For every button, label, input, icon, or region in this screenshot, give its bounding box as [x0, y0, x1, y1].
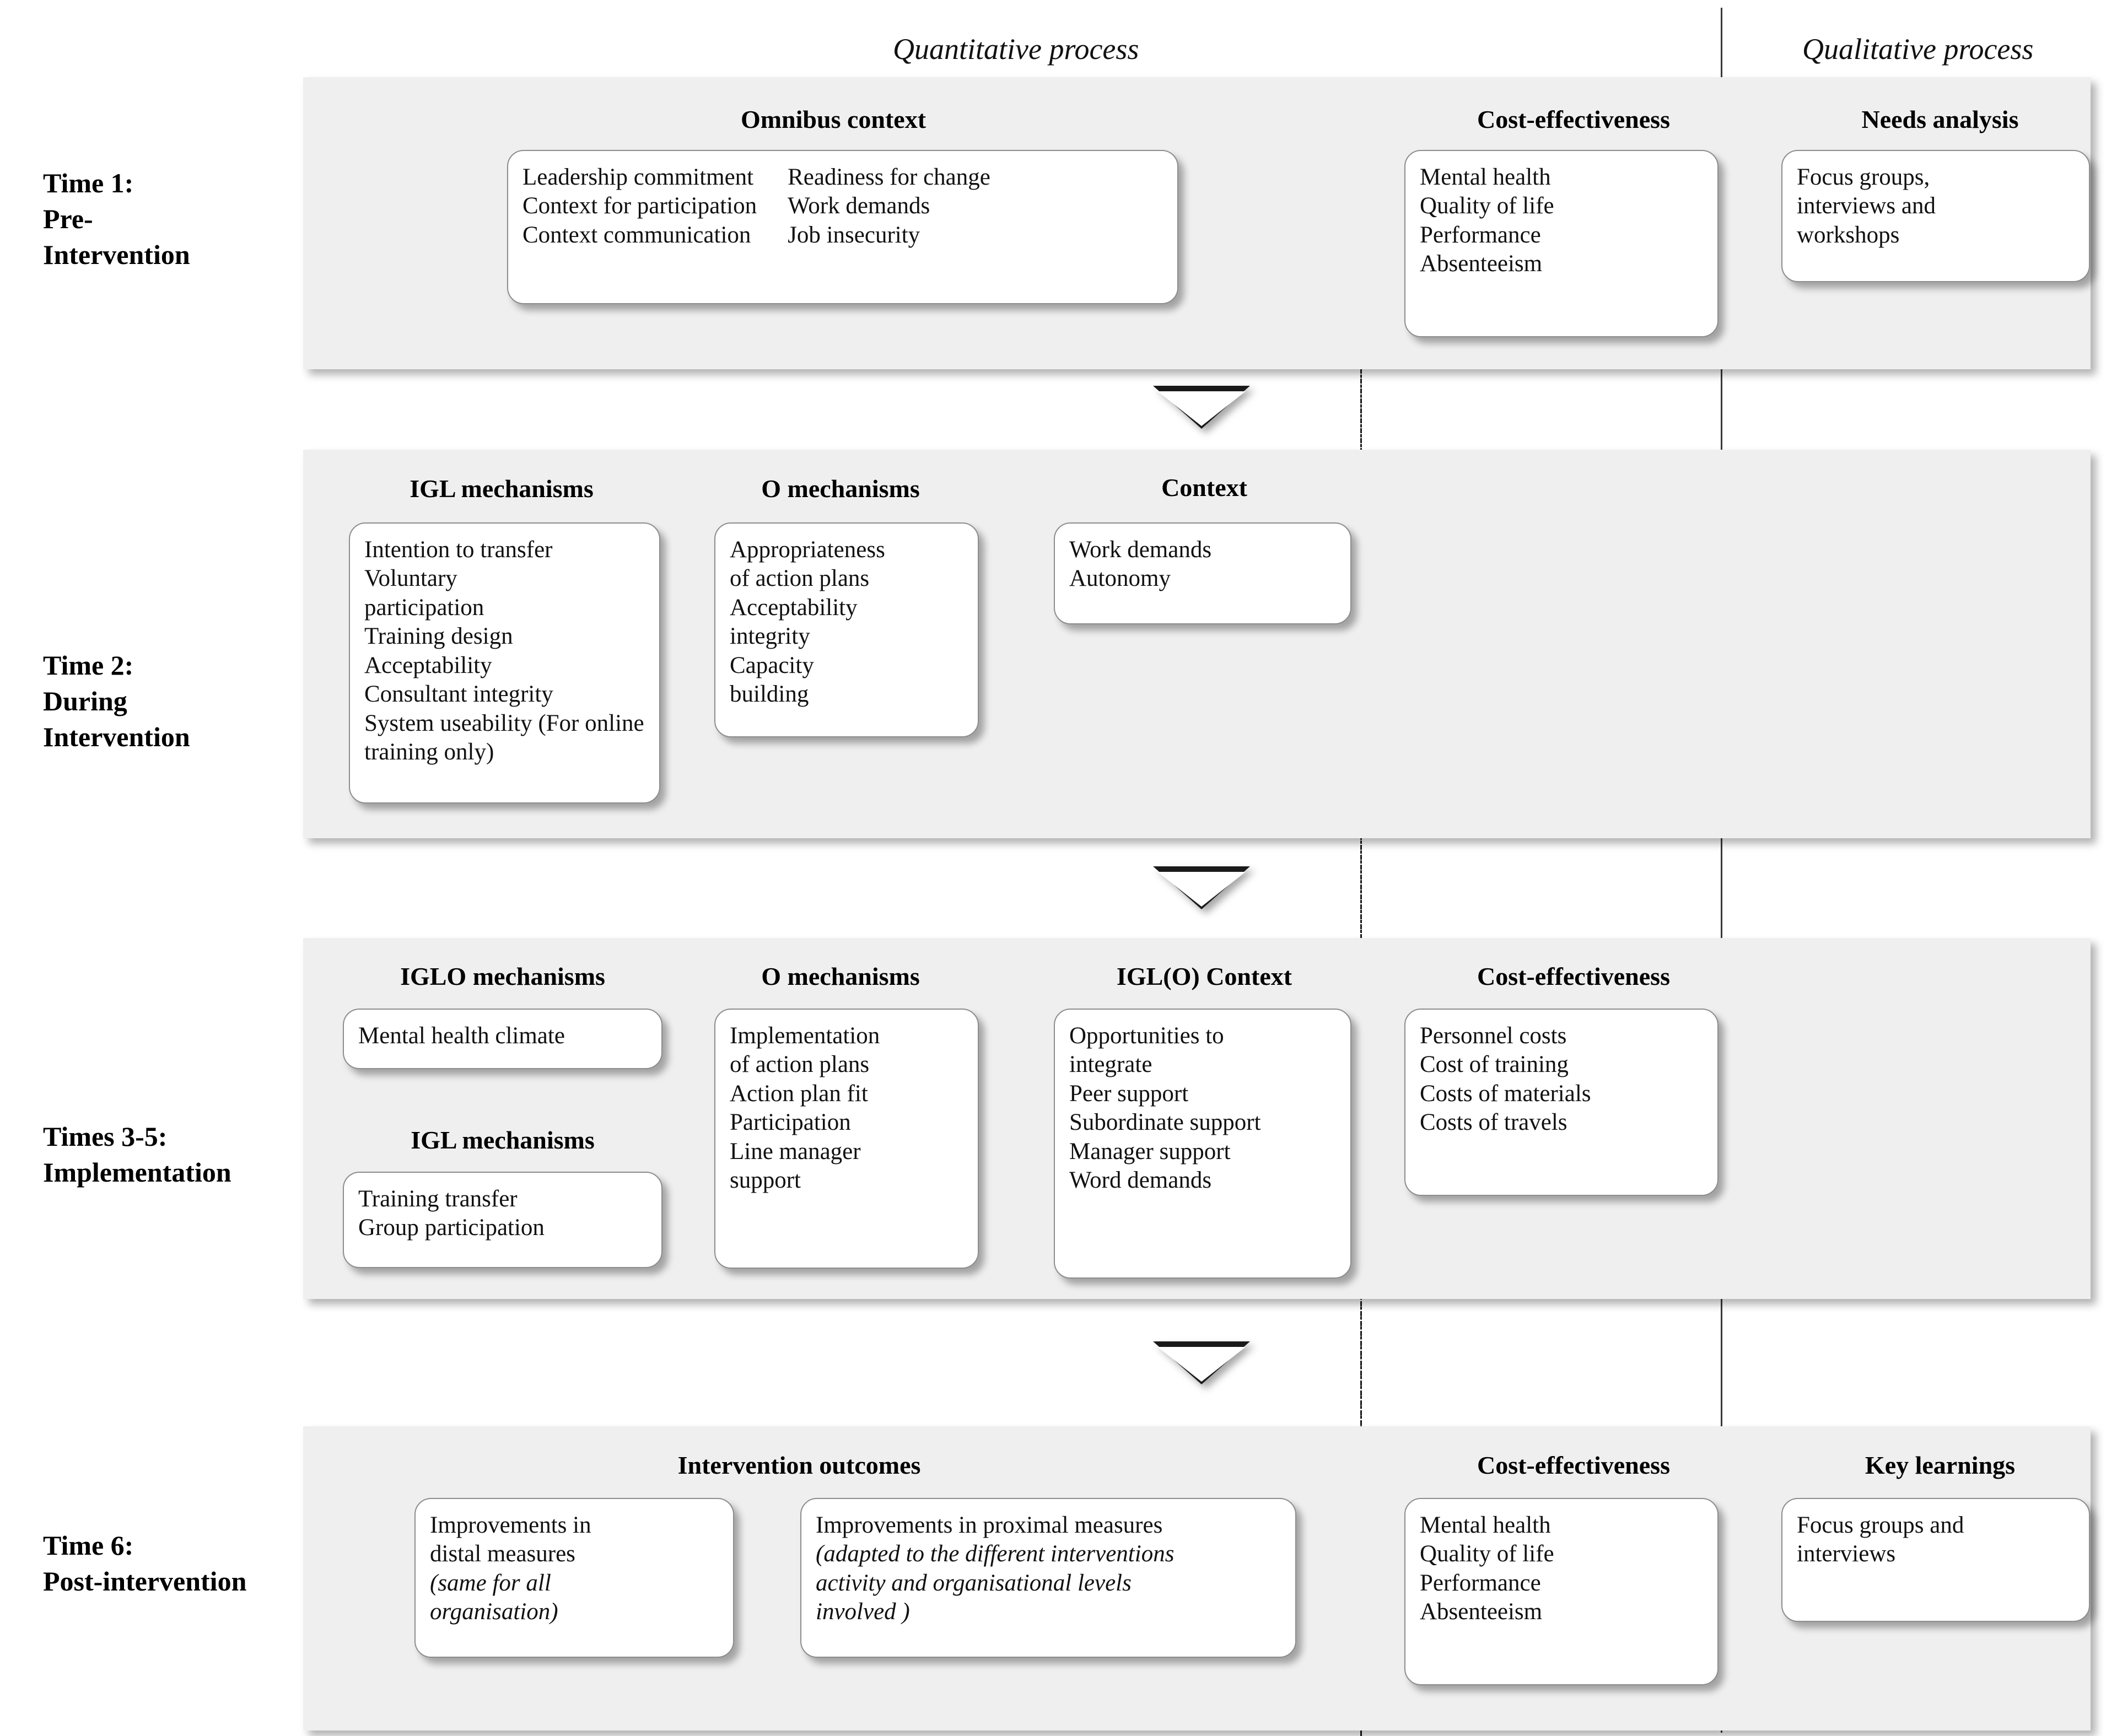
omnibus-item: Job insecurity — [788, 222, 920, 248]
iglo-context-item: Peer support — [1069, 1080, 1189, 1107]
qualitative-process-header: Qualitative process — [1802, 33, 2034, 66]
card-iglo-mechanisms[interactable]: Mental health climate — [343, 1009, 662, 1069]
cost-item: Absenteeism — [1420, 251, 1543, 277]
col-title-context-t2: Context — [1161, 473, 1247, 502]
igl35-item: Training transfer — [358, 1186, 518, 1212]
time-label-time6: Time 6: Post-intervention — [43, 1530, 247, 1597]
card-cost-effectiveness-t35[interactable]: Personnel costs Cost of training Costs o… — [1404, 1009, 1719, 1196]
col-title-key-learnings: Key learnings — [1865, 1451, 2016, 1479]
igl35-item: Group participation — [358, 1215, 545, 1241]
iglo-context-item: Manager support — [1069, 1138, 1231, 1164]
o35-item: Action plan fit — [730, 1080, 868, 1107]
distal-italic: (same for all organisation) — [430, 1570, 558, 1625]
col-title-igl-mechanisms-t35: IGL mechanisms — [411, 1126, 595, 1154]
cost6-item: Quality of life — [1420, 1541, 1554, 1567]
card-proximal-measures[interactable]: Improvements in proximal measures (adapt… — [800, 1498, 1296, 1658]
card-cost-effectiveness-t1[interactable]: Mental health Quality of life Performanc… — [1404, 150, 1719, 337]
o-item: Appropriateness of action plans — [730, 537, 885, 592]
igl-item-italic-note: (For online training only) — [364, 710, 644, 765]
col-title-needs-analysis: Needs analysis — [1861, 105, 2019, 133]
cost6-item: Mental health — [1420, 1512, 1551, 1538]
time-label-time1: Time 1: Pre- Intervention — [43, 168, 190, 270]
col-title-cost-effectiveness-t6: Cost-effectiveness — [1477, 1451, 1670, 1479]
o-item: Capacity building — [730, 652, 814, 708]
omnibus-item: Context for participation — [522, 193, 757, 219]
omnibus-column-a: Leadership commitment Context for partic… — [522, 163, 757, 291]
key-learnings-text: Focus groups and interviews — [1797, 1512, 1964, 1567]
cost35-item: Costs of travels — [1420, 1109, 1567, 1136]
context-item: Work demands — [1069, 537, 1212, 563]
card-o-mechanisms-t35[interactable]: Implementation of action plans Action pl… — [714, 1009, 979, 1269]
igl-item: Training design — [364, 623, 513, 650]
card-omnibus-context[interactable]: Leadership commitment Context for partic… — [507, 150, 1178, 304]
cost35-item: Costs of materials — [1420, 1080, 1591, 1107]
card-distal-measures[interactable]: Improvements in distal measures (same fo… — [414, 1498, 734, 1658]
col-title-cost-effectiveness-t35: Cost-effectiveness — [1477, 962, 1670, 990]
col-title-intervention-outcomes: Intervention outcomes — [677, 1451, 921, 1479]
time-label-times35: Times 3-5: Implementation — [43, 1121, 231, 1188]
col-title-omnibus-context: Omnibus context — [740, 105, 926, 133]
time-label-time2: Time 2: During Intervention — [43, 650, 190, 752]
igl-item: Intention to transfer — [364, 537, 553, 563]
igl-item-plain: System useability — [364, 710, 538, 736]
o35-item: Participation — [730, 1109, 851, 1136]
col-title-iglo-context: IGL(O) Context — [1116, 962, 1292, 990]
iglo-item: Mental health climate — [358, 1023, 565, 1049]
col-title-cost-effectiveness-t1: Cost-effectiveness — [1477, 105, 1670, 133]
omnibus-item: Readiness for change — [788, 164, 990, 190]
iglo-context-item: Subordinate support — [1069, 1109, 1261, 1136]
iglo-context-item: Word demands — [1069, 1167, 1212, 1194]
card-context-t2[interactable]: Work demands Autonomy — [1054, 522, 1351, 624]
omnibus-item: Context communication — [522, 222, 751, 248]
o-item: integrity — [730, 623, 810, 650]
cost6-item: Performance — [1420, 1570, 1541, 1596]
proximal-italic: (adapted to the different interventions … — [816, 1541, 1175, 1625]
o35-item: Implementation of action plans — [730, 1023, 880, 1078]
cost35-item: Cost of training — [1420, 1052, 1569, 1078]
context-item: Autonomy — [1069, 565, 1171, 592]
iglo-context-item: Opportunities to integrate — [1069, 1023, 1224, 1078]
cost-effectiveness-divider-line — [1360, 77, 1362, 1736]
igl-item: Consultant integrity — [364, 681, 553, 708]
o-item: Acceptability — [730, 594, 858, 621]
proximal-plain: Improvements in proximal measures — [816, 1512, 1163, 1538]
card-o-mechanisms-t2[interactable]: Appropriateness of action plans Acceptab… — [714, 522, 979, 737]
omnibus-column-b: Readiness for change Work demands Job in… — [788, 163, 990, 291]
omnibus-item: Leadership commitment — [522, 164, 754, 190]
card-needs-analysis[interactable]: Focus groups, interviews and workshops — [1781, 150, 2090, 282]
cost-item: Mental health — [1420, 164, 1551, 190]
col-title-o-mechanisms-t35: O mechanisms — [761, 962, 920, 990]
cost6-item: Absenteeism — [1420, 1599, 1543, 1625]
o35-item: Line manager support — [730, 1138, 861, 1194]
card-igl-mechanisms-t2[interactable]: Intention to transfer Voluntary particip… — [349, 522, 660, 804]
cost35-item: Personnel costs — [1420, 1023, 1567, 1049]
igl-item: Acceptability — [364, 652, 492, 678]
col-title-iglo-mechanisms: IGLO mechanisms — [400, 962, 605, 990]
col-title-o-mechanisms-t2: O mechanisms — [761, 475, 920, 503]
card-iglo-context[interactable]: Opportunities to integrate Peer support … — [1054, 1009, 1351, 1279]
cost-item: Quality of life — [1420, 193, 1554, 219]
card-cost-effectiveness-t6[interactable]: Mental health Quality of life Performanc… — [1404, 1498, 1719, 1685]
distal-plain: Improvements in distal measures — [430, 1512, 591, 1567]
qualitative-divider-line — [1721, 8, 1722, 1733]
col-title-igl-mechanisms-t2: IGL mechanisms — [410, 475, 594, 503]
card-key-learnings[interactable]: Focus groups and interviews — [1781, 1498, 2090, 1622]
cost-item: Performance — [1420, 222, 1541, 248]
omnibus-item: Work demands — [788, 193, 930, 219]
needs-analysis-text: Focus groups, interviews and workshops — [1797, 164, 1936, 248]
quantitative-process-header: Quantitative process — [893, 33, 1139, 66]
igl-item-system-useability: System useability (For online training o… — [364, 709, 645, 767]
card-igl-mechanisms-t35[interactable]: Training transfer Group participation — [343, 1172, 662, 1268]
igl-item: Voluntary participation — [364, 565, 484, 621]
